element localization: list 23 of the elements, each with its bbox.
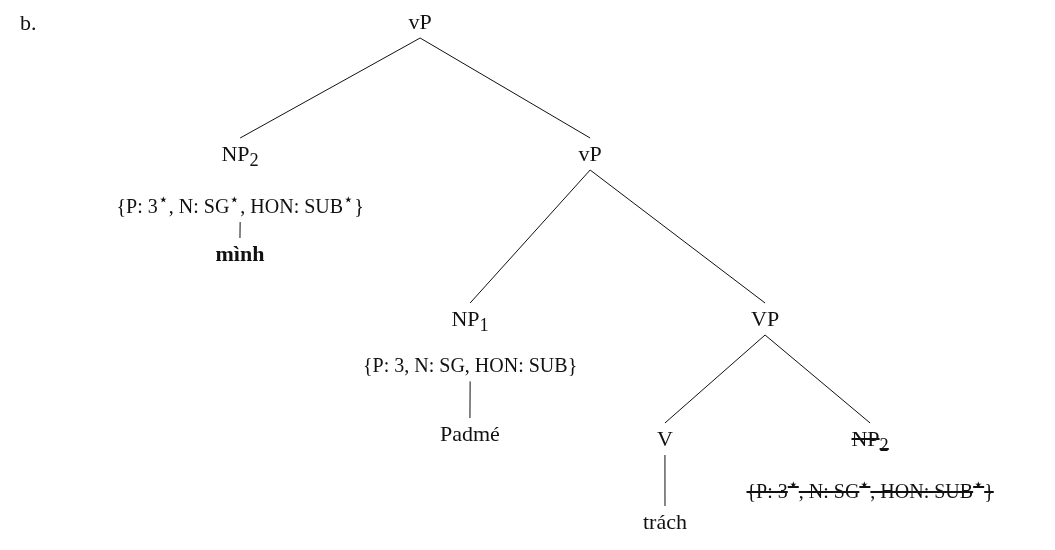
category-label: vP bbox=[408, 8, 432, 36]
category-label: V bbox=[657, 425, 673, 453]
branch-line bbox=[469, 380, 471, 419]
branch-line bbox=[469, 169, 591, 304]
word-label: Padmé bbox=[440, 420, 500, 448]
category-label: VP bbox=[751, 305, 780, 333]
category-label: NP$_{1}$ bbox=[450, 305, 490, 338]
feature-bundle: {P: 3$^{⋆}$, N: SG$^{⋆}$, HON: SUB$^{⋆}$} bbox=[746, 474, 994, 505]
branch-line bbox=[764, 334, 871, 424]
feature-bundle: {P: 3$^{⋆}$, N: SG$^{⋆}$, HON: SUB$^{⋆}$} bbox=[116, 189, 364, 220]
branch-line bbox=[239, 37, 421, 139]
category-label: NP$_{2}$ bbox=[220, 140, 260, 173]
branch-line bbox=[664, 454, 666, 507]
branch-line bbox=[239, 221, 241, 239]
category-label: NP$_{2}$ bbox=[850, 425, 890, 458]
branch-line bbox=[664, 334, 766, 424]
branch-line bbox=[419, 37, 591, 139]
branch-line bbox=[589, 169, 766, 304]
example-label: b. bbox=[20, 10, 37, 36]
category-label: vP bbox=[578, 140, 602, 168]
word-label: mình bbox=[215, 240, 265, 268]
word-label: trách bbox=[643, 508, 687, 536]
feature-bundle: {P: 3, N: SG, HON: SUB} bbox=[363, 353, 578, 379]
